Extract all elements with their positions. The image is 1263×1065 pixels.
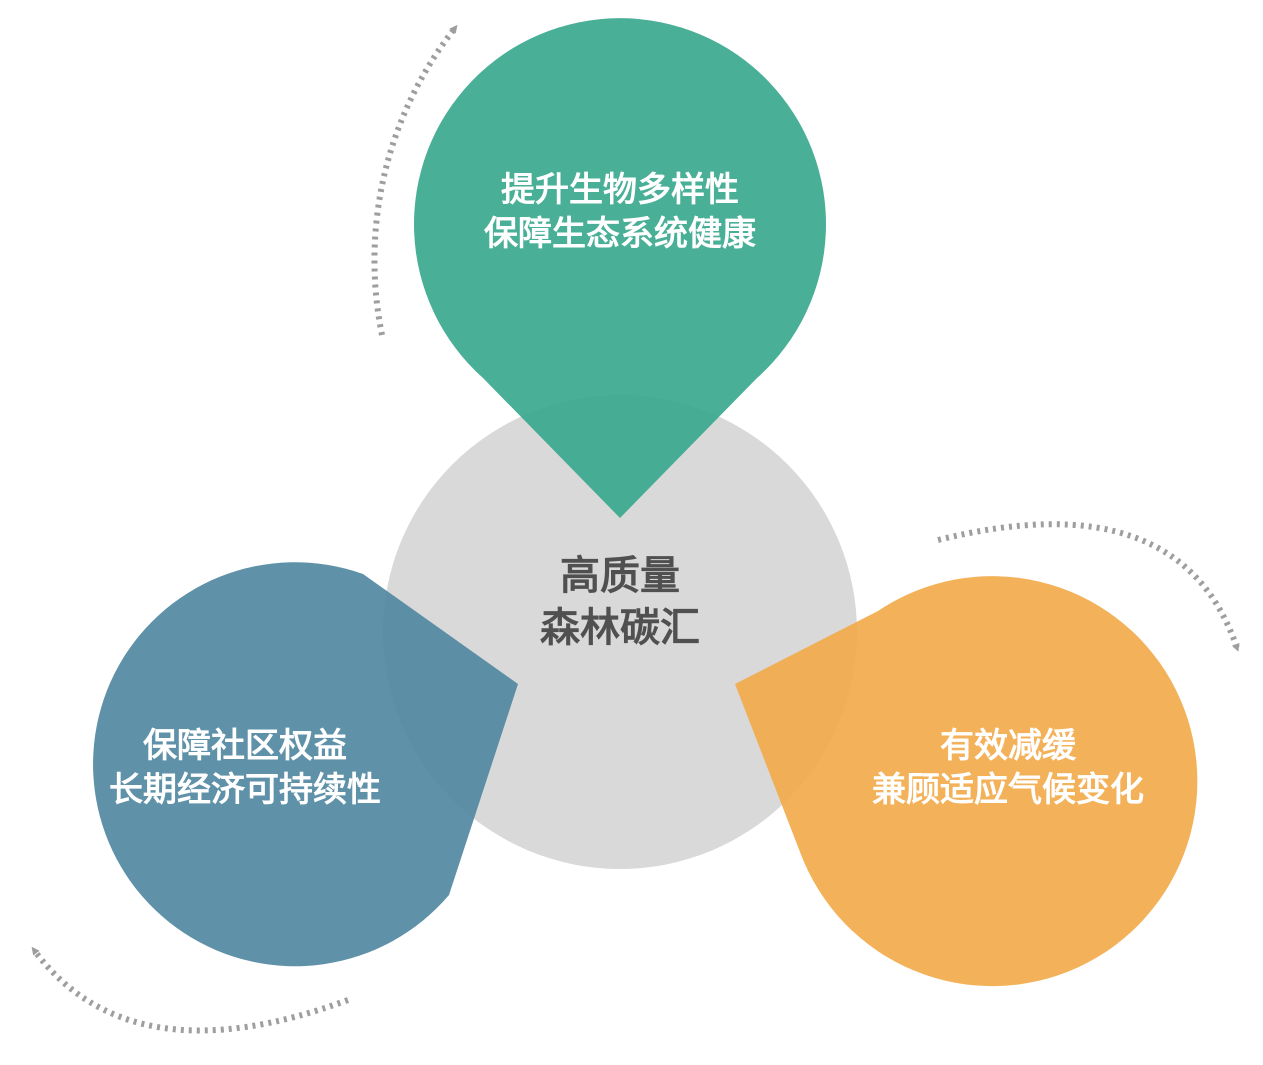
petal-top-line1: 提升生物多样性: [501, 170, 739, 210]
petal-right-line1: 有效减缓: [940, 726, 1076, 766]
petal-right-label: 有效减缓 兼顾适应气候变化: [808, 724, 1208, 812]
petal-right-line2: 兼顾适应气候变化: [872, 770, 1144, 811]
petal-left: [93, 562, 518, 967]
arrow-top-left: [371, 24, 458, 336]
center-label: 高质量 森林碳汇: [470, 550, 770, 654]
petal-top: [414, 18, 827, 518]
petal-right: [735, 576, 1198, 987]
petal-left-line1: 保障社区权益: [143, 726, 347, 766]
petal-top-line2: 保障生态系统健康: [484, 214, 756, 255]
petal-top-label: 提升生物多样性 保障生态系统健康: [420, 168, 820, 256]
petal-left-label: 保障社区权益 长期经济可持续性: [45, 724, 445, 812]
arrow-bottom-left: [31, 946, 350, 1034]
petal-left-line2: 长期经济可持续性: [109, 770, 381, 811]
center-label-line1: 高质量: [560, 553, 680, 599]
center-circle: [383, 395, 857, 869]
center-label-line2: 森林碳汇: [540, 605, 700, 651]
